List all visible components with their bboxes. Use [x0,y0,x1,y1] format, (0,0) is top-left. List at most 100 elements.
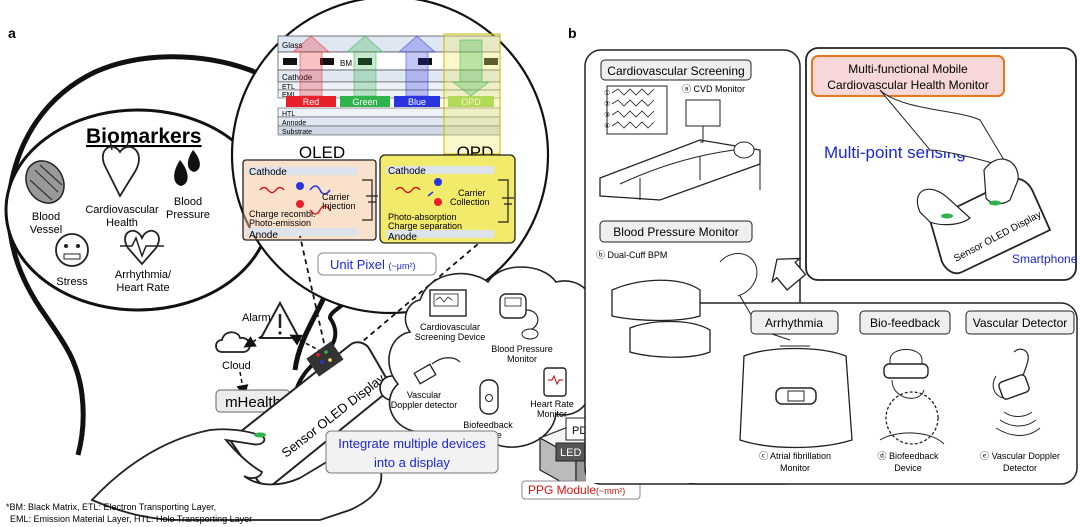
cardiovascular-label-1: Cardiovascular [85,204,159,216]
screening-device-label-1: Cardiovascular [420,322,480,332]
vascular-caption-1: ⓔ Vascular Doppler [980,451,1060,461]
oled-process-1: Charge recombi. [249,209,316,219]
stress-label: Stress [56,276,88,288]
layer-etl: ETL [282,84,295,91]
panel-b-letter: b [568,25,577,41]
arrhythmia-label-2: Heart Rate [116,282,169,294]
ppg-pd-label: PD [572,425,587,437]
biofeedback-icon [479,379,499,415]
doppler-probe-illustration [992,348,1041,436]
cardiovascular-label-2: Health [106,217,138,229]
cardio-title-box [600,59,752,81]
opd-process-1: Photo-absorption [388,212,457,222]
cardio-title: Cardiovascular Screening [607,64,744,78]
heart-rate-icon [120,229,164,266]
opd-cell: Cathode Anode Carrier Collection Photo-a… [379,154,516,244]
bp-illustration [611,253,791,358]
bp-monitor-label-1: Blood Pressure [491,344,553,354]
arrhythmia-caption-2: Monitor [780,463,810,473]
biofeedback-caption-1: ⓓ Biofeedback [877,451,939,461]
subpixel-blue [394,96,440,107]
zoom-line-left [299,235,327,353]
ppg-led-label: LED [560,447,581,459]
ppg-label-box [521,480,641,500]
integrate-box [325,430,499,474]
ppg-label: PPG Module(~mm²) [528,483,625,497]
hr-monitor-label-1: Heart Rate [530,399,574,409]
opd-anode: Anode [388,232,417,243]
footnote-2: EML: Emission Material Layer, HTL: Hole … [10,514,252,524]
oled-process-2: Photo-emission [249,218,311,228]
vascular-title: Vascular Detector [973,316,1067,330]
wave-1: ① [604,89,610,97]
stress-face-icon [55,233,89,267]
screening-device-label-2: Screening Device [415,332,486,342]
oled-cell: Cathode Anode Carrier Injection Charge r… [242,159,378,241]
to-smartphone-arrow [771,257,807,291]
blood-pressure-label-2: Pressure [166,209,210,221]
bp-title: Blood Pressure Monitor [613,225,738,239]
oled-label: OLED [299,143,345,162]
hand [90,428,383,521]
biofeedback-caption-2: Device [894,463,922,473]
vascular-caption-2: Detector [1003,463,1037,473]
wave-2: ② [604,100,610,108]
biomarkers-title: Biomarkers [86,125,202,148]
bp-monitor-icon [499,293,539,340]
blood-pressure-label-1: Blood [174,196,202,208]
bp-sub-label: ⓑ Dual-Cuff BPM [596,250,667,260]
layer-substrate: Substrate [282,129,312,136]
alarm-icon [259,300,301,339]
subpixel-blue-label: Blue [408,97,426,107]
biofeedback-title-box [859,310,951,335]
oled-carrier-1: Carrier [322,192,350,202]
opd-cathode: Cathode [388,166,426,177]
opd-carrier-2: Collection [450,197,490,207]
layer-eml: EML [282,92,297,99]
subpixel-opd [448,96,494,107]
subpixel-red [286,96,336,107]
unit-pixel-label: Unit Pixel (~μm²) [330,257,415,272]
alarm-to-cloud-arrow [243,335,263,348]
layer-htl: HTL [282,111,295,118]
fingertip-sensor [254,432,266,438]
doppler-label-2: Doppler detector [391,400,458,410]
zoom-line-right [349,243,479,353]
torso-illustration [739,345,853,449]
panel-a-letter: a [8,25,16,41]
mobile-title-1: Multi-functional Mobile [848,62,968,76]
blood-vessel-icon [25,160,65,204]
biofeedback-label-1: Biofeedback [463,420,513,430]
footnote-1: *BM: Black Matrix, ETL: Electron Transpo… [6,502,216,512]
cloud-label: Cloud [222,360,251,372]
biofeedback-title: Bio-feedback [870,316,941,330]
cvd-patient-illustration [599,99,761,201]
oled-cathode: Cathode [249,167,287,178]
arrhythmia-title-box [750,310,839,335]
arrhythmia-caption-1: ⓒ Atrial fibrillation [759,451,831,461]
blood-drop-icon [174,150,200,186]
subpixel-opd-label: OPD [461,97,481,107]
hr-monitor-label-2: Monitor [537,409,567,419]
oled-anode: Anode [249,230,278,241]
mobile-title-box [811,55,1005,97]
layer-glass: Glass [282,41,302,50]
vascular-title-box [965,310,1075,335]
vr-illustration [879,349,945,445]
cvd-monitor-label: ⓐ CVD Monitor [682,84,745,94]
bp-monitor-label-2: Monitor [507,354,537,364]
smartphone-label: Smartphone [1012,252,1078,266]
opd-carrier-1: Carrier [458,188,486,198]
integrate-line-1: Integrate multiple devices [338,436,486,451]
cloud-icon [215,331,251,353]
doppler-icon [413,357,461,385]
alarm-label: Alarm [242,312,271,324]
screening-device-icon [429,289,467,317]
mobile-title-2: Cardiovascular Health Monitor [827,78,988,92]
heart-icon [101,137,140,198]
unit-pixel-box [317,252,437,276]
arrhythmia-title: Arrhythmia [765,316,823,330]
cvd-waves [606,85,668,135]
arrhythmia-label-1: Arrhythmia/ [115,269,172,281]
